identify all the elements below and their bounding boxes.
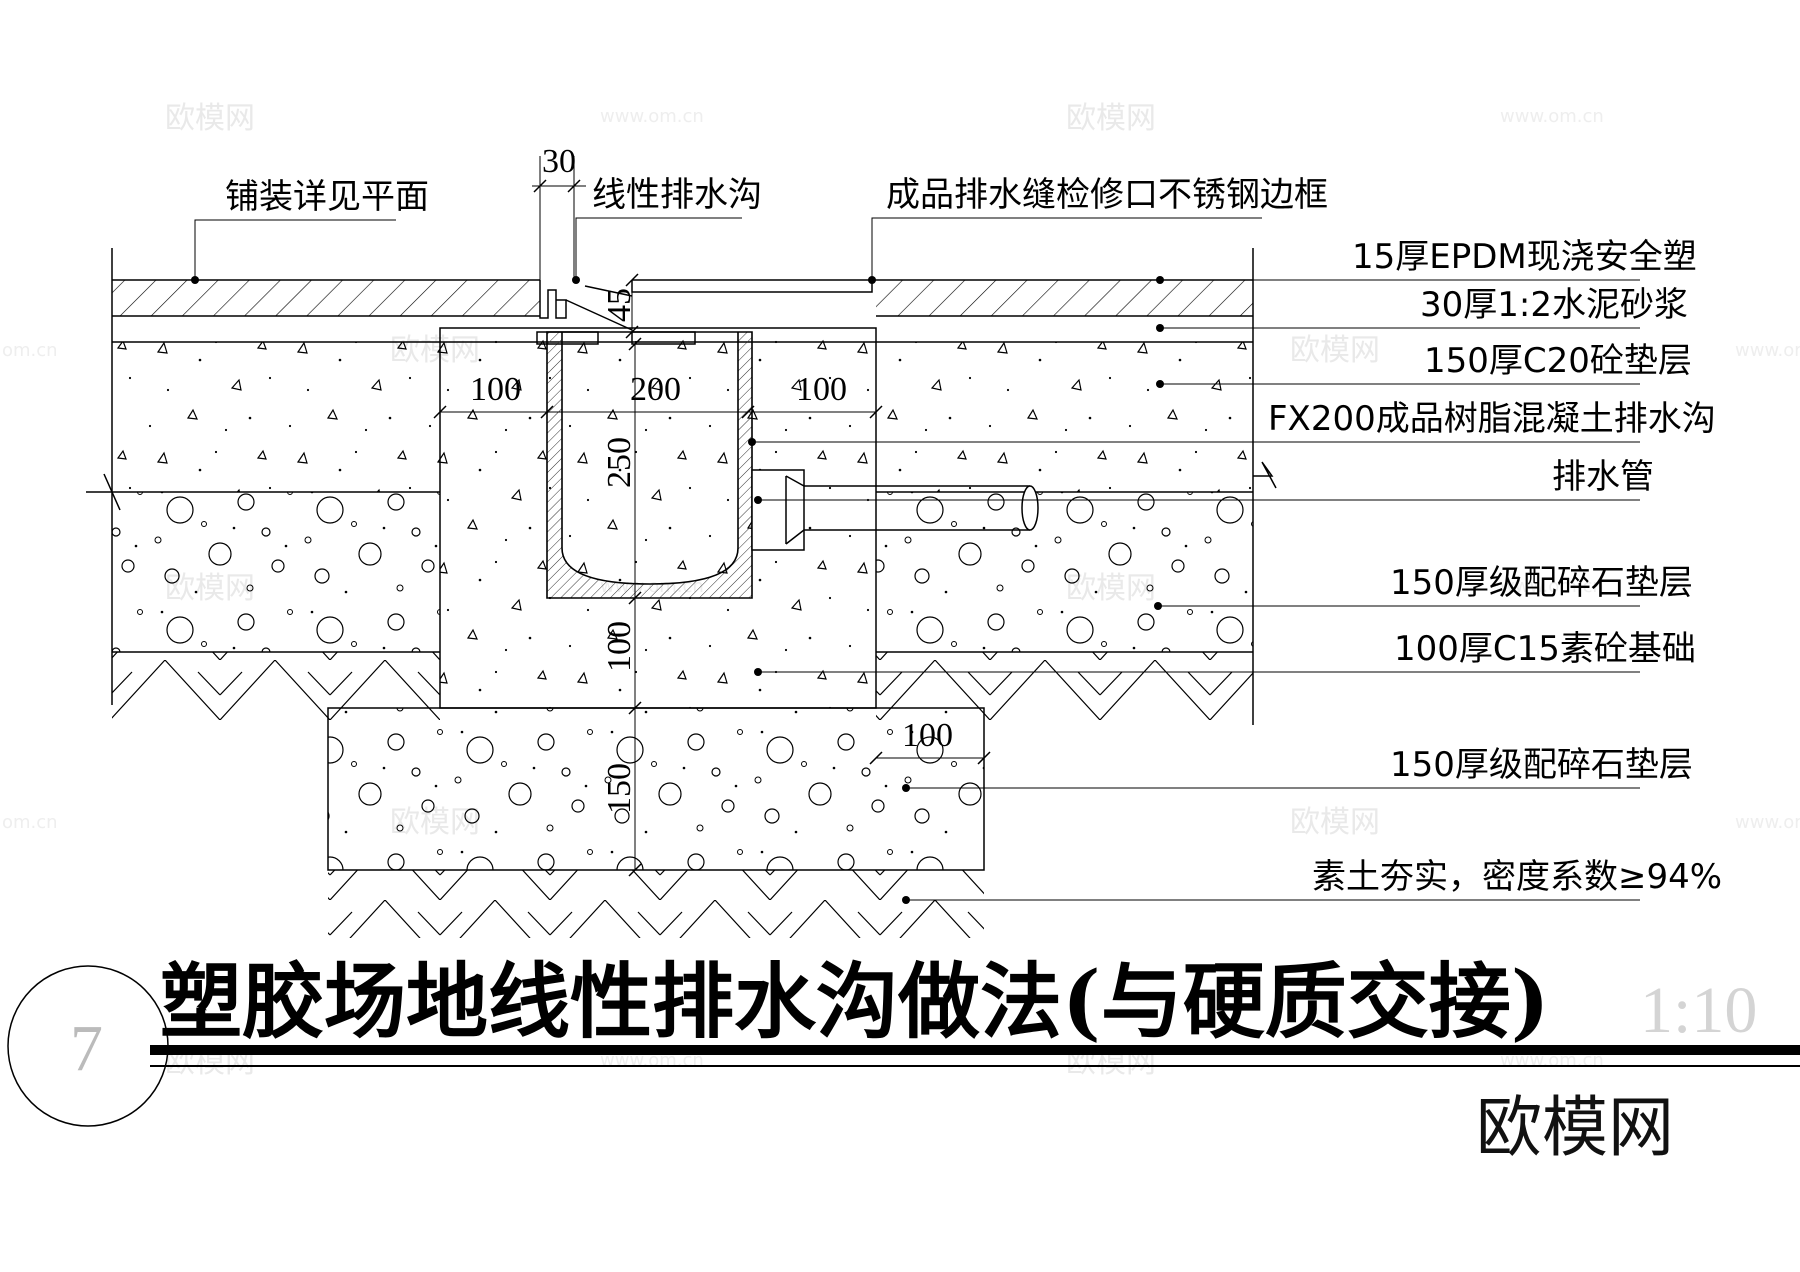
gravel-layer-bottom (328, 708, 984, 870)
watermark-brand: 欧模网 (1290, 333, 1380, 368)
c20-concrete-right (876, 342, 1253, 492)
watermark-url: om.cn (2, 812, 58, 833)
gravel-layer-right (876, 492, 1253, 652)
watermark-url: www.om.cn (1735, 812, 1800, 833)
title-block: 7 塑胶场地线性排水沟做法(与硬质交接) 1:10 欧模网 (7, 954, 1800, 1166)
watermark-url: www.om.cn (1500, 106, 1604, 127)
dim-slot-width: 30 (542, 143, 576, 180)
label-channel-product: FX200成品树脂混凝土排水沟 (1268, 399, 1716, 439)
label-layer-c20: 150厚C20砼垫层 (1424, 341, 1692, 381)
label-compacted-soil: 素土夯实，密度系数≥94% (1312, 857, 1722, 897)
epdm-layer-right (876, 280, 1253, 316)
label-linear-drain: 线性排水沟 (592, 175, 762, 215)
label-layer-gravel-2: 150厚级配碎石垫层 (1390, 745, 1693, 785)
label-stainless-frame: 成品排水缝检修口不锈钢边框 (886, 175, 1328, 215)
watermark-url: om.cn (2, 340, 58, 361)
dim-channel-width: 200 (630, 371, 681, 408)
dim-gravel-thickness: 150 (601, 763, 638, 814)
c20-concrete-left (112, 342, 440, 492)
watermark-brand: 欧模网 (1066, 101, 1156, 136)
drawing-scale: 1:10 (1640, 974, 1757, 1047)
dim-frame-height: 45 (601, 288, 638, 322)
annotations: 铺装详见平面 线性排水沟 成品排水缝检修口不锈钢边框 15厚EPDM现浇安全塑 … (191, 175, 1722, 904)
label-layer-epdm: 15厚EPDM现浇安全塑 (1352, 237, 1697, 277)
dim-channel-depth: 250 (601, 437, 638, 488)
label-layer-gravel-1: 150厚级配碎石垫层 (1390, 563, 1693, 603)
dimension-lines: 30 45 100 200 100 250 100 150 100 (433, 143, 991, 877)
dim-left-wall: 100 (470, 371, 521, 408)
dim-gravel-offset: 100 (902, 717, 953, 754)
detail-number: 7 (70, 1012, 103, 1085)
label-layer-mortar: 30厚1:2水泥砂浆 (1420, 285, 1688, 325)
label-layer-c15: 100厚C15素砼基础 (1394, 629, 1696, 669)
label-paving-note: 铺装详见平面 (225, 177, 429, 217)
watermark-brand: 欧模网 (165, 101, 255, 136)
gravel-layer-left (112, 492, 440, 652)
watermark-url: www.om.cn (1735, 340, 1800, 361)
label-drain-pipe: 排水管 (1552, 457, 1654, 497)
watermark-url: www.om.cn (1500, 576, 1604, 597)
watermark-brand: 欧模网 (1290, 805, 1380, 840)
dim-right-wall: 100 (796, 371, 847, 408)
brand-logo-text: 欧模网 (1476, 1089, 1674, 1166)
epdm-layer-left (112, 280, 540, 316)
drawing-title: 塑胶场地线性排水沟做法(与硬质交接) (160, 954, 1550, 1050)
drain-channel (536, 280, 1039, 599)
watermark-url: www.om.cn (600, 106, 704, 127)
soil-bottom (328, 870, 984, 938)
dim-base-thickness: 100 (601, 621, 638, 672)
